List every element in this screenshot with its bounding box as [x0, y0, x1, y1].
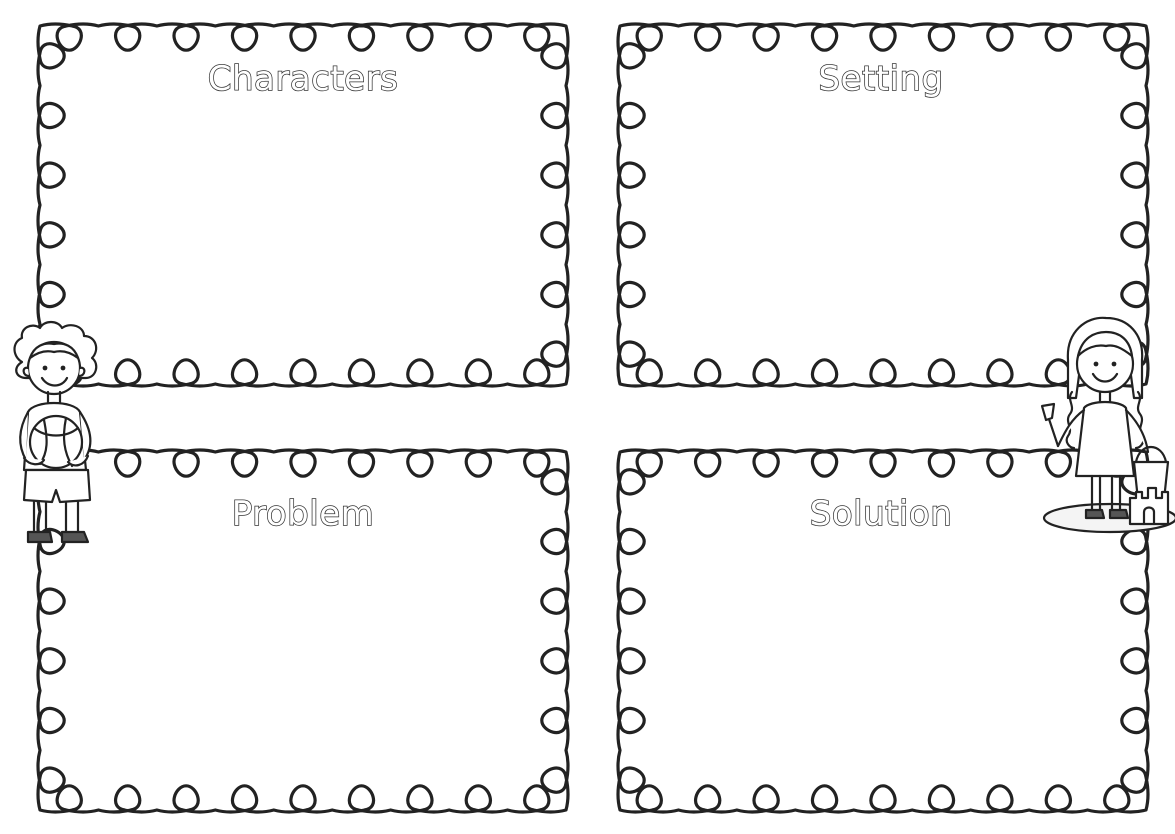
- problem-panel-title: Problem: [232, 497, 375, 531]
- boy-with-beach-ball-illustration: [4, 320, 124, 552]
- setting-panel-title: Setting: [818, 62, 943, 96]
- characters-panel-title: Characters: [208, 62, 399, 96]
- girl-with-sandcastle-illustration: [1030, 312, 1175, 542]
- solution-panel-title: Solution: [810, 497, 953, 531]
